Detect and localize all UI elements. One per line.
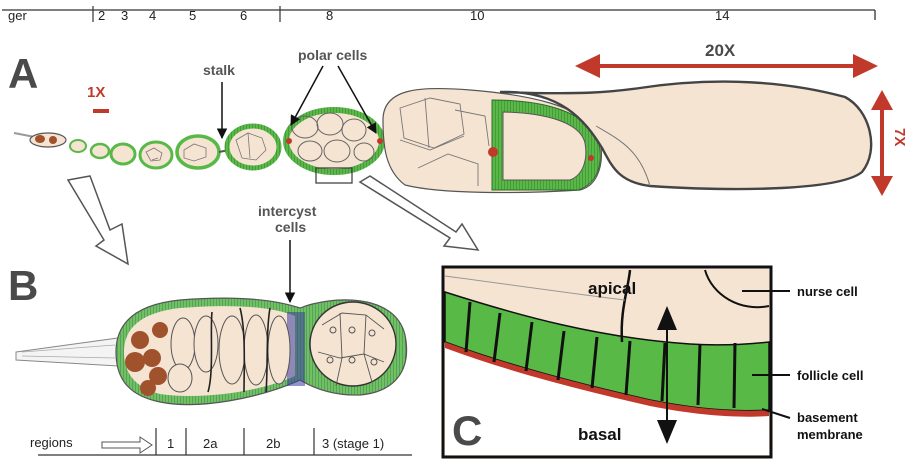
label-basement-line1: basement	[797, 410, 858, 425]
scale-arrow-7x	[871, 90, 893, 196]
label-basement-line2: membrane	[797, 427, 863, 442]
panel-label-b: B	[8, 262, 38, 309]
stage-label-ger: ger	[8, 8, 27, 23]
label-apical: apical	[588, 279, 636, 298]
label-polar-cells: polar cells	[298, 47, 367, 63]
region-2b: 2b	[266, 436, 280, 451]
region-2a: 2a	[203, 436, 218, 451]
magnification-20x: 20X	[705, 41, 736, 60]
label-intercyst-line1: intercyst	[258, 203, 317, 219]
stage-scale-bar: ger 2 3 4 5 6 8 10 14	[2, 6, 875, 23]
label-nurse-cell: nurse cell	[797, 284, 858, 299]
stage-label-10: 10	[470, 8, 484, 23]
panel-label-a: A	[8, 50, 38, 97]
stage-label-6: 6	[240, 8, 247, 23]
stage-label-5: 5	[189, 8, 196, 23]
stage-label-3: 3	[121, 8, 128, 23]
stage-label-14: 14	[715, 8, 729, 23]
magnification-7x: 7X	[891, 128, 908, 146]
panel-label-c: C	[452, 407, 482, 454]
stage-label-4: 4	[149, 8, 156, 23]
region-1: 1	[167, 436, 174, 451]
germarium-diagram	[16, 298, 407, 404]
early-egg-chambers	[14, 126, 279, 168]
stage-label-2: 2	[98, 8, 105, 23]
magnification-1x: 1X	[87, 84, 105, 101]
scale-bar-1x	[93, 109, 109, 113]
label-intercyst-line2: cells	[275, 219, 306, 235]
stage-label-8: 8	[326, 8, 333, 23]
label-basal: basal	[578, 425, 621, 444]
region-3-stage-1: 3 (stage 1)	[322, 436, 384, 451]
regions-title: regions	[30, 435, 73, 450]
label-stalk: stalk	[203, 62, 235, 78]
zoom-arrow-to-b	[68, 176, 128, 264]
label-follicle-cell: follicle cell	[797, 368, 863, 383]
